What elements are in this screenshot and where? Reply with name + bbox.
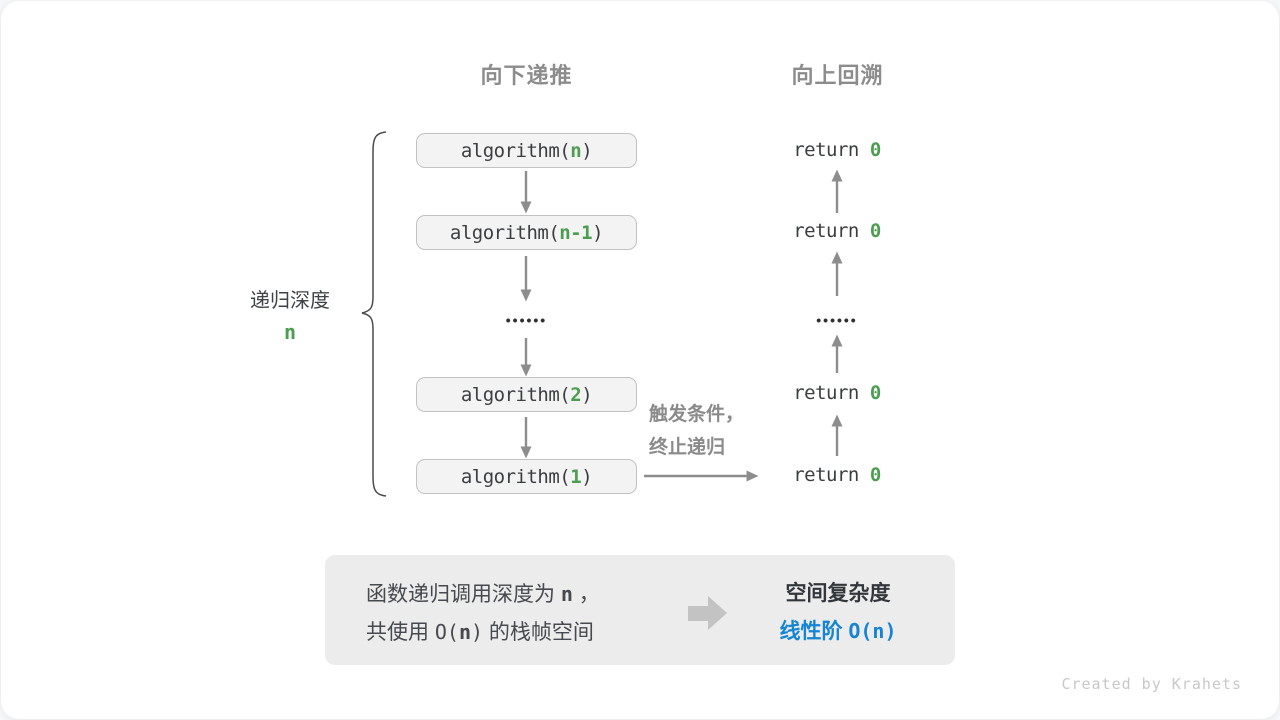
- return-1-text: return: [793, 139, 870, 161]
- summary-l2-o: O(: [434, 620, 459, 644]
- call-box-2-post: ): [581, 383, 593, 406]
- call-box-n-1: algorithm(n-1): [416, 215, 637, 250]
- summary-left-line2: 共使用 O(n) 的栈帧空间: [366, 616, 594, 646]
- return-ellipsis: ••••••: [816, 312, 858, 328]
- call-box-n-arg: n: [570, 139, 582, 162]
- call-box-2-pre: algorithm(: [460, 383, 571, 406]
- summary-panel: 函数递归调用深度为 n ， 共使用 O(n) 的栈帧空间 空间复杂度 线性阶 O…: [325, 555, 955, 665]
- return-2-value: 0: [869, 220, 881, 242]
- header-downward-recursion: 向下递推: [480, 63, 573, 88]
- call-box-2: algorithm(2): [416, 377, 637, 412]
- base-case-note: 触发条件， 终止递归: [649, 398, 789, 464]
- summary-l2-t2: 的栈帧空间: [483, 621, 594, 644]
- implies-arrow-head: [708, 596, 727, 630]
- credit-watermark: Created by Krahets: [1061, 675, 1242, 693]
- call-box-n-post: ): [581, 139, 593, 162]
- result-text: 线性阶: [779, 620, 849, 643]
- call-box-n-1-pre: algorithm(: [449, 221, 560, 244]
- implies-arrow-bar: [688, 606, 708, 621]
- summary-l1-n: n: [560, 582, 573, 606]
- call-box-1: algorithm(1): [416, 459, 637, 494]
- call-stack-ellipsis: ••••••: [505, 312, 548, 328]
- return-2-text: return: [793, 220, 870, 242]
- return-4-value: 0: [869, 464, 881, 486]
- return-row-2: return 0: [742, 218, 932, 244]
- summary-l2-c: ): [470, 620, 484, 644]
- return-3-text: return: [793, 382, 870, 404]
- call-box-n-1-post: ): [592, 221, 604, 244]
- base-case-note-line1: 触发条件，: [649, 404, 745, 425]
- call-box-n: algorithm(n): [416, 133, 637, 168]
- space-complexity-result: 线性阶 O(n): [738, 615, 938, 645]
- call-box-n-1-arg: n-1: [559, 221, 593, 244]
- call-box-1-post: ): [581, 465, 593, 488]
- header-upward-backtrack: 向上回溯: [791, 63, 884, 88]
- summary-l1-t1: 函数递归调用深度为: [366, 583, 561, 606]
- depth-label: 递归深度: [250, 290, 330, 312]
- space-complexity-title: 空间复杂度: [785, 582, 891, 605]
- return-3-value: 0: [869, 382, 881, 404]
- result-code: O(n): [848, 619, 897, 643]
- call-box-1-pre: algorithm(: [460, 465, 571, 488]
- base-case-note-line2: 终止递归: [649, 437, 726, 458]
- return-row-3: return 0: [742, 380, 932, 406]
- return-row-1: return 0: [742, 137, 932, 163]
- call-box-1-arg: 1: [570, 465, 582, 488]
- summary-left-line1: 函数递归调用深度为 n ，: [366, 578, 600, 608]
- call-box-2-arg: 2: [570, 383, 582, 406]
- call-box-n-pre: algorithm(: [460, 139, 571, 162]
- return-4-text: return: [793, 464, 870, 486]
- summary-l2-n: n: [458, 620, 471, 644]
- summary-l1-t2: ，: [572, 583, 600, 606]
- return-1-value: 0: [869, 139, 881, 161]
- summary-l2-t1: 共使用: [366, 621, 435, 644]
- depth-variable: n: [283, 320, 297, 344]
- return-row-4: return 0: [742, 462, 932, 488]
- implies-arrow-icon: [688, 596, 728, 630]
